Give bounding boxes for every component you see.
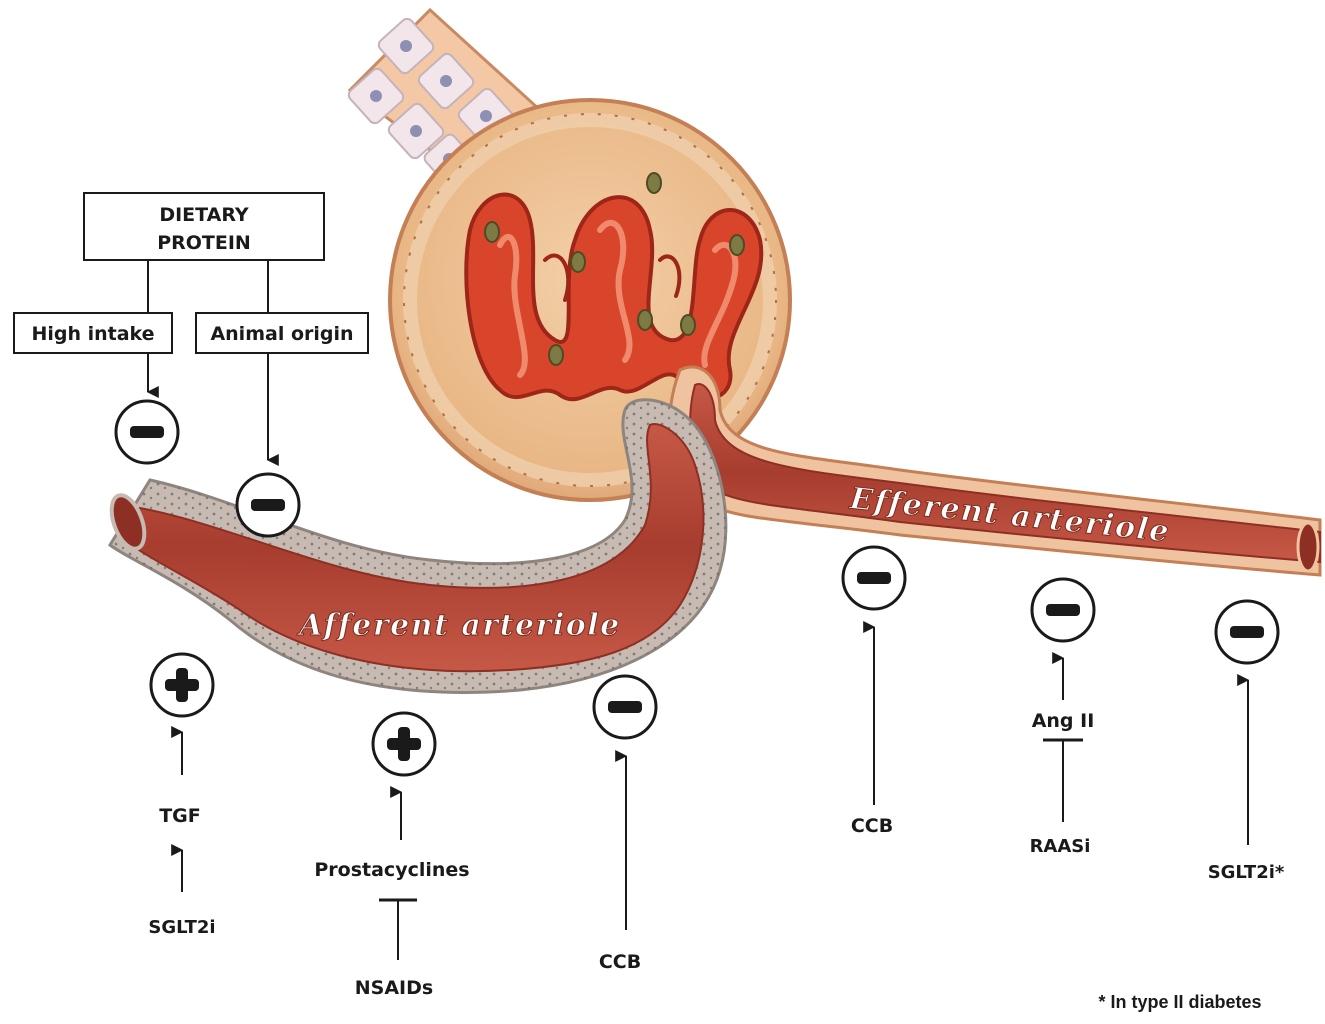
afferent-arteriole: [105, 400, 726, 693]
efferent-arteriole: [670, 367, 1320, 575]
animal-origin-box: Animal origin: [196, 313, 368, 353]
minus-symbol-sglt2i-efferent: [1216, 601, 1278, 663]
prostacyclines-label: Prostacyclines: [314, 859, 469, 881]
dietary-protein-line2: PROTEIN: [157, 232, 251, 254]
minus-symbol-ccb-efferent: [843, 547, 905, 609]
afferent-arteriole-label: Afferent arteriole: [296, 608, 621, 643]
minus-symbol-ang-ii: [1032, 579, 1094, 641]
minus-symbol-high-intake: [116, 401, 178, 463]
sglt2i-left-label: SGLT2i: [148, 917, 215, 938]
plus-symbol-tgf: [151, 654, 213, 716]
minus-symbol-ccb-afferent: [594, 676, 656, 738]
ccb-afferent-label: CCB: [599, 951, 641, 973]
dietary-protein-line1: DIETARY: [159, 204, 249, 226]
ang-ii-label: Ang II: [1032, 710, 1095, 732]
animal-origin-label: Animal origin: [210, 323, 353, 345]
sglt2i-right-label: SGLT2i*: [1208, 862, 1285, 883]
tgf-label: TGF: [159, 805, 201, 827]
raasi-label: RAASi: [1030, 836, 1091, 857]
footnote: * In type II diabetes: [1098, 992, 1261, 1012]
nsaids-label: NSAIDs: [355, 977, 433, 999]
dietary-protein-box: DIETARY PROTEIN: [84, 193, 324, 260]
ccb-efferent-label: CCB: [851, 815, 893, 837]
high-intake-label: High intake: [31, 323, 154, 345]
minus-symbol-animal-origin: [237, 474, 299, 536]
plus-symbol-prostacyclines: [373, 713, 435, 775]
high-intake-box: High intake: [14, 313, 172, 353]
